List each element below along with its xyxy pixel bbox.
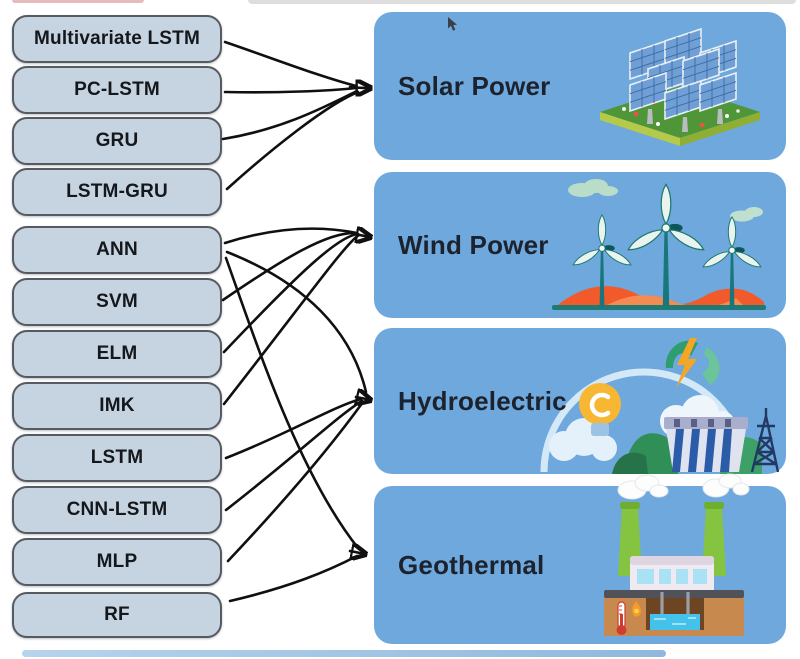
- edge-svm-wind: [221, 231, 359, 302]
- model-label: ANN: [96, 239, 138, 260]
- model-box-lstm: LSTM: [12, 434, 222, 482]
- model-box-pc-lstm: PC-LSTM: [12, 66, 222, 114]
- arrowhead-hydro: [356, 397, 370, 400]
- edge-gru-solar: [221, 89, 359, 141]
- model-box-cnn-lstm: CNN-LSTM: [12, 486, 222, 534]
- model-box-rf: RF: [12, 592, 222, 638]
- panel-title: Wind Power: [398, 229, 549, 260]
- model-label: SVM: [96, 291, 138, 312]
- edge-lstm-hydro: [224, 397, 363, 460]
- panel-title: Solar Power: [398, 70, 551, 101]
- edge-imk-wind: [222, 233, 361, 406]
- model-label: PC-LSTM: [74, 79, 160, 100]
- edge-elm-wind: [222, 232, 360, 354]
- mouse-cursor-icon: [448, 17, 457, 31]
- cropped-element-top-left: [12, 0, 144, 3]
- model-box-elm: ELM: [12, 330, 222, 378]
- model-box-svm: SVM: [12, 278, 222, 326]
- model-label: CNN-LSTM: [66, 499, 168, 520]
- model-label: RF: [104, 604, 130, 625]
- model-box-gru: GRU: [12, 117, 222, 165]
- arrowhead-wind: [350, 233, 370, 237]
- edge-rf-geothermal: [228, 554, 359, 603]
- cropped-element-top-right: [248, 0, 796, 4]
- model-label: LSTM: [90, 447, 144, 468]
- arrowhead-geothermal: [348, 551, 365, 554]
- model-label: GRU: [95, 130, 139, 151]
- model-box-imk: IMK: [12, 382, 222, 430]
- edge-multivariate-lstm-solar: [223, 40, 358, 88]
- model-box-multivariate-lstm: Multivariate LSTM: [12, 15, 222, 63]
- model-label: Multivariate LSTM: [34, 28, 200, 49]
- edge-cnn-lstm-hydro: [224, 399, 364, 512]
- arrowhead-solar: [348, 87, 370, 88]
- edge-ann-hydro: [225, 250, 368, 394]
- edge-mlp-hydro: [226, 400, 365, 563]
- panel-title: Hydroelectric: [398, 385, 567, 416]
- model-label: MLP: [96, 551, 138, 572]
- panel-title: Geothermal: [398, 549, 545, 580]
- model-label: LSTM-GRU: [66, 181, 168, 202]
- model-box-ann: ANN: [12, 226, 222, 274]
- edge-pc-lstm-solar: [223, 86, 358, 94]
- edge-ann-wind: [223, 227, 359, 245]
- edge-ann-geothermal: [224, 256, 360, 550]
- model-box-mlp: MLP: [12, 538, 222, 586]
- model-label: IMK: [99, 395, 135, 416]
- model-box-lstm-gru: LSTM-GRU: [12, 168, 222, 216]
- model-label: ELM: [96, 343, 138, 364]
- edge-lstm-gru-solar: [225, 90, 360, 191]
- bottom-blue-strip: [22, 650, 666, 657]
